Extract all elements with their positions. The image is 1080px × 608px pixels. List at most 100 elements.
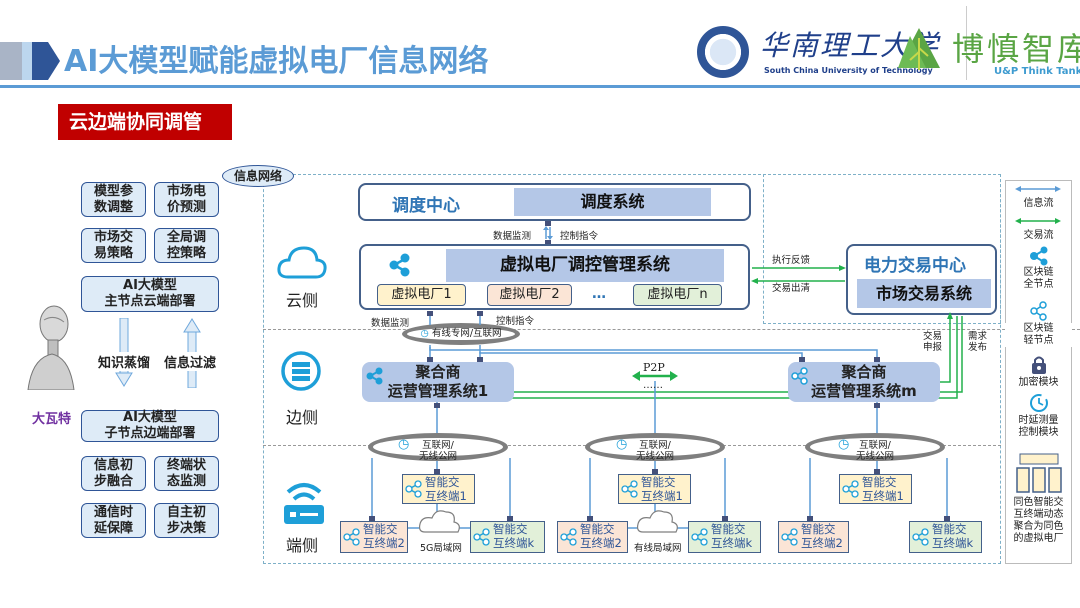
blockchain-light-node-icon — [1030, 301, 1047, 321]
local-net-label: 有线局域网 — [634, 543, 682, 554]
terminal-1: 智能交 互终端1 — [839, 474, 912, 504]
header-decor-arrow — [48, 42, 60, 80]
tier-label-edge: 边侧 — [285, 408, 318, 427]
vpp-mgmt-system: 虚拟电厂调控管理系统 — [446, 249, 724, 282]
access-cloud-label: 互联网/ 无线公网 — [855, 440, 894, 462]
legend-label: 时延测量 控制模块 — [1018, 415, 1059, 438]
task-box: 市场交 易策略 — [81, 228, 146, 263]
task-box: 自主初 步决策 — [154, 503, 219, 538]
info-flow-arrow — [1015, 186, 1061, 192]
legend-label: 加密模块 — [1018, 377, 1059, 388]
dispatch-center-title: 调度中心 — [392, 196, 460, 216]
tier-label-cloud: 云侧 — [285, 291, 318, 310]
page-title: AI大模型赋能虚拟电厂信息网络 — [64, 44, 489, 79]
legend-label: 信息流 — [1023, 198, 1054, 209]
aggregator-1: 聚合商 运营管理系统1 — [362, 362, 514, 402]
header-decor-bar — [0, 42, 22, 80]
vpp-n: 虚拟电厂n — [633, 284, 722, 306]
legend-label: 区块链 轻节点 — [1005, 323, 1072, 347]
clock-icon: ◷ — [616, 437, 628, 452]
p2p-ellipsis: …… — [643, 380, 663, 391]
vpp-ellipsis: … — [592, 286, 606, 302]
knowledge-distill-label: 知识蒸馏 — [96, 352, 153, 371]
demand-label: 需求 发布 — [968, 331, 988, 353]
p2p-label: P2P — [643, 361, 665, 374]
terminal-2: 智能交 互终端2 — [557, 521, 628, 553]
wan-cloud: ◷ 有线专网/互联网 — [402, 323, 520, 345]
header-divider — [0, 85, 1080, 88]
p2p-trade-arrow — [632, 371, 678, 381]
access-cloud: 互联网/ 无线公网 — [368, 433, 508, 462]
vpp-1: 虚拟电厂1 — [377, 284, 466, 306]
vpp-2: 虚拟电厂2 — [487, 284, 572, 306]
info-filter-label: 信息过滤 — [162, 352, 219, 371]
blockchain-light-node-icon — [791, 367, 808, 385]
task-box: 模型参 数调整 — [81, 182, 146, 217]
edge-model-box: AI大模型 子节点边端部署 — [81, 410, 219, 442]
task-box: 市场电 价预测 — [154, 182, 219, 217]
terminal-2: 智能交 互终端2 — [340, 521, 408, 553]
terminal-k: 智能交 互终端k — [909, 521, 982, 553]
tier-separator — [263, 329, 1080, 330]
thinktank-logo-icon — [898, 28, 940, 70]
legend-label: 同色智能交 互终端动态 聚合为同色 的虚拟电厂 — [1013, 497, 1064, 544]
logo-divider — [966, 6, 967, 80]
clearing-label: 交易出清 — [772, 283, 811, 294]
wan-cloud-label: 有线专网/互联网 — [431, 328, 502, 339]
info-network-frame — [263, 174, 1001, 564]
access-cloud: 互联网/ 无线公网 — [805, 433, 945, 462]
bid-label: 交易 申报 — [923, 331, 943, 353]
trading-center-title: 电力交易中心 — [864, 256, 966, 276]
access-cloud: 互联网/ 无线公网 — [585, 433, 725, 462]
legend — [1005, 180, 1072, 564]
university-name-en: South China University of Technology — [764, 66, 933, 75]
router-icon — [284, 483, 324, 524]
tier-label-end: 端侧 — [285, 536, 318, 555]
control-cmd-label: 控制指令 — [560, 231, 599, 242]
access-cloud-label: 互联网/ 无线公网 — [418, 440, 457, 462]
down-arrow-icon — [115, 318, 133, 387]
data-monitor-label: 数据监测 — [493, 231, 532, 242]
server-icon — [281, 351, 321, 391]
robot-name: 大瓦特 — [32, 412, 72, 427]
thinktank-name-cn: 博慎智库 — [952, 30, 1080, 68]
info-network-tag: 信息网络 — [222, 165, 294, 187]
blockchain-full-node-icon — [366, 367, 383, 385]
university-emblem-icon — [697, 26, 749, 78]
exec-feedback-label: 执行反馈 — [772, 255, 811, 266]
market-trading-system: 市场交易系统 — [857, 279, 991, 308]
lock-icon — [1032, 356, 1046, 374]
local-net-label: 5G局域网 — [420, 543, 462, 554]
section-tag: 云边端协同调管 — [58, 104, 232, 140]
data-monitor-label: 数据监测 — [371, 318, 410, 329]
access-cloud-label: 互联网/ 无线公网 — [635, 440, 674, 462]
task-box: 全局调 控策略 — [154, 228, 219, 263]
blockchain-full-node-icon — [389, 253, 410, 277]
robot-avatar — [27, 305, 75, 390]
trading-zone-frame — [763, 174, 1001, 324]
control-cmd-label: 控制指令 — [496, 316, 535, 327]
trade-flow-arrows — [751, 265, 846, 284]
cloud-icon — [277, 246, 327, 279]
terminal-k: 智能交 互终端k — [470, 521, 545, 553]
thinktank-name-en: U&P Think Tank — [994, 66, 1080, 77]
header-decor-bar — [32, 42, 48, 80]
clock-icon: ◷ — [398, 437, 410, 452]
cloud-model-box: AI大模型 主节点云端部署 — [81, 276, 219, 312]
task-box: 通信时 延保障 — [81, 503, 146, 538]
trade-flow-arrow — [1015, 218, 1061, 224]
legend-label: 区块链 全节点 — [1023, 267, 1054, 290]
task-box: 终端状 态监测 — [154, 456, 219, 491]
vpp-aggregation-icon — [1016, 453, 1062, 493]
terminal-k: 智能交 互终端k — [688, 521, 761, 553]
terminal-1: 智能交 互终端1 — [618, 474, 691, 504]
clock-icon: ◷ — [838, 437, 850, 452]
terminal-1: 智能交 互终端1 — [402, 474, 475, 504]
dispatch-system: 调度系统 — [514, 188, 711, 216]
legend-label: 交易流 — [1023, 230, 1054, 241]
bidirectional-info-arrow — [543, 221, 553, 245]
clock-icon — [1030, 394, 1048, 412]
aggregator-m: 聚合商 运营管理系统m — [788, 362, 940, 402]
terminal-2: 智能交 互终端2 — [778, 521, 849, 553]
